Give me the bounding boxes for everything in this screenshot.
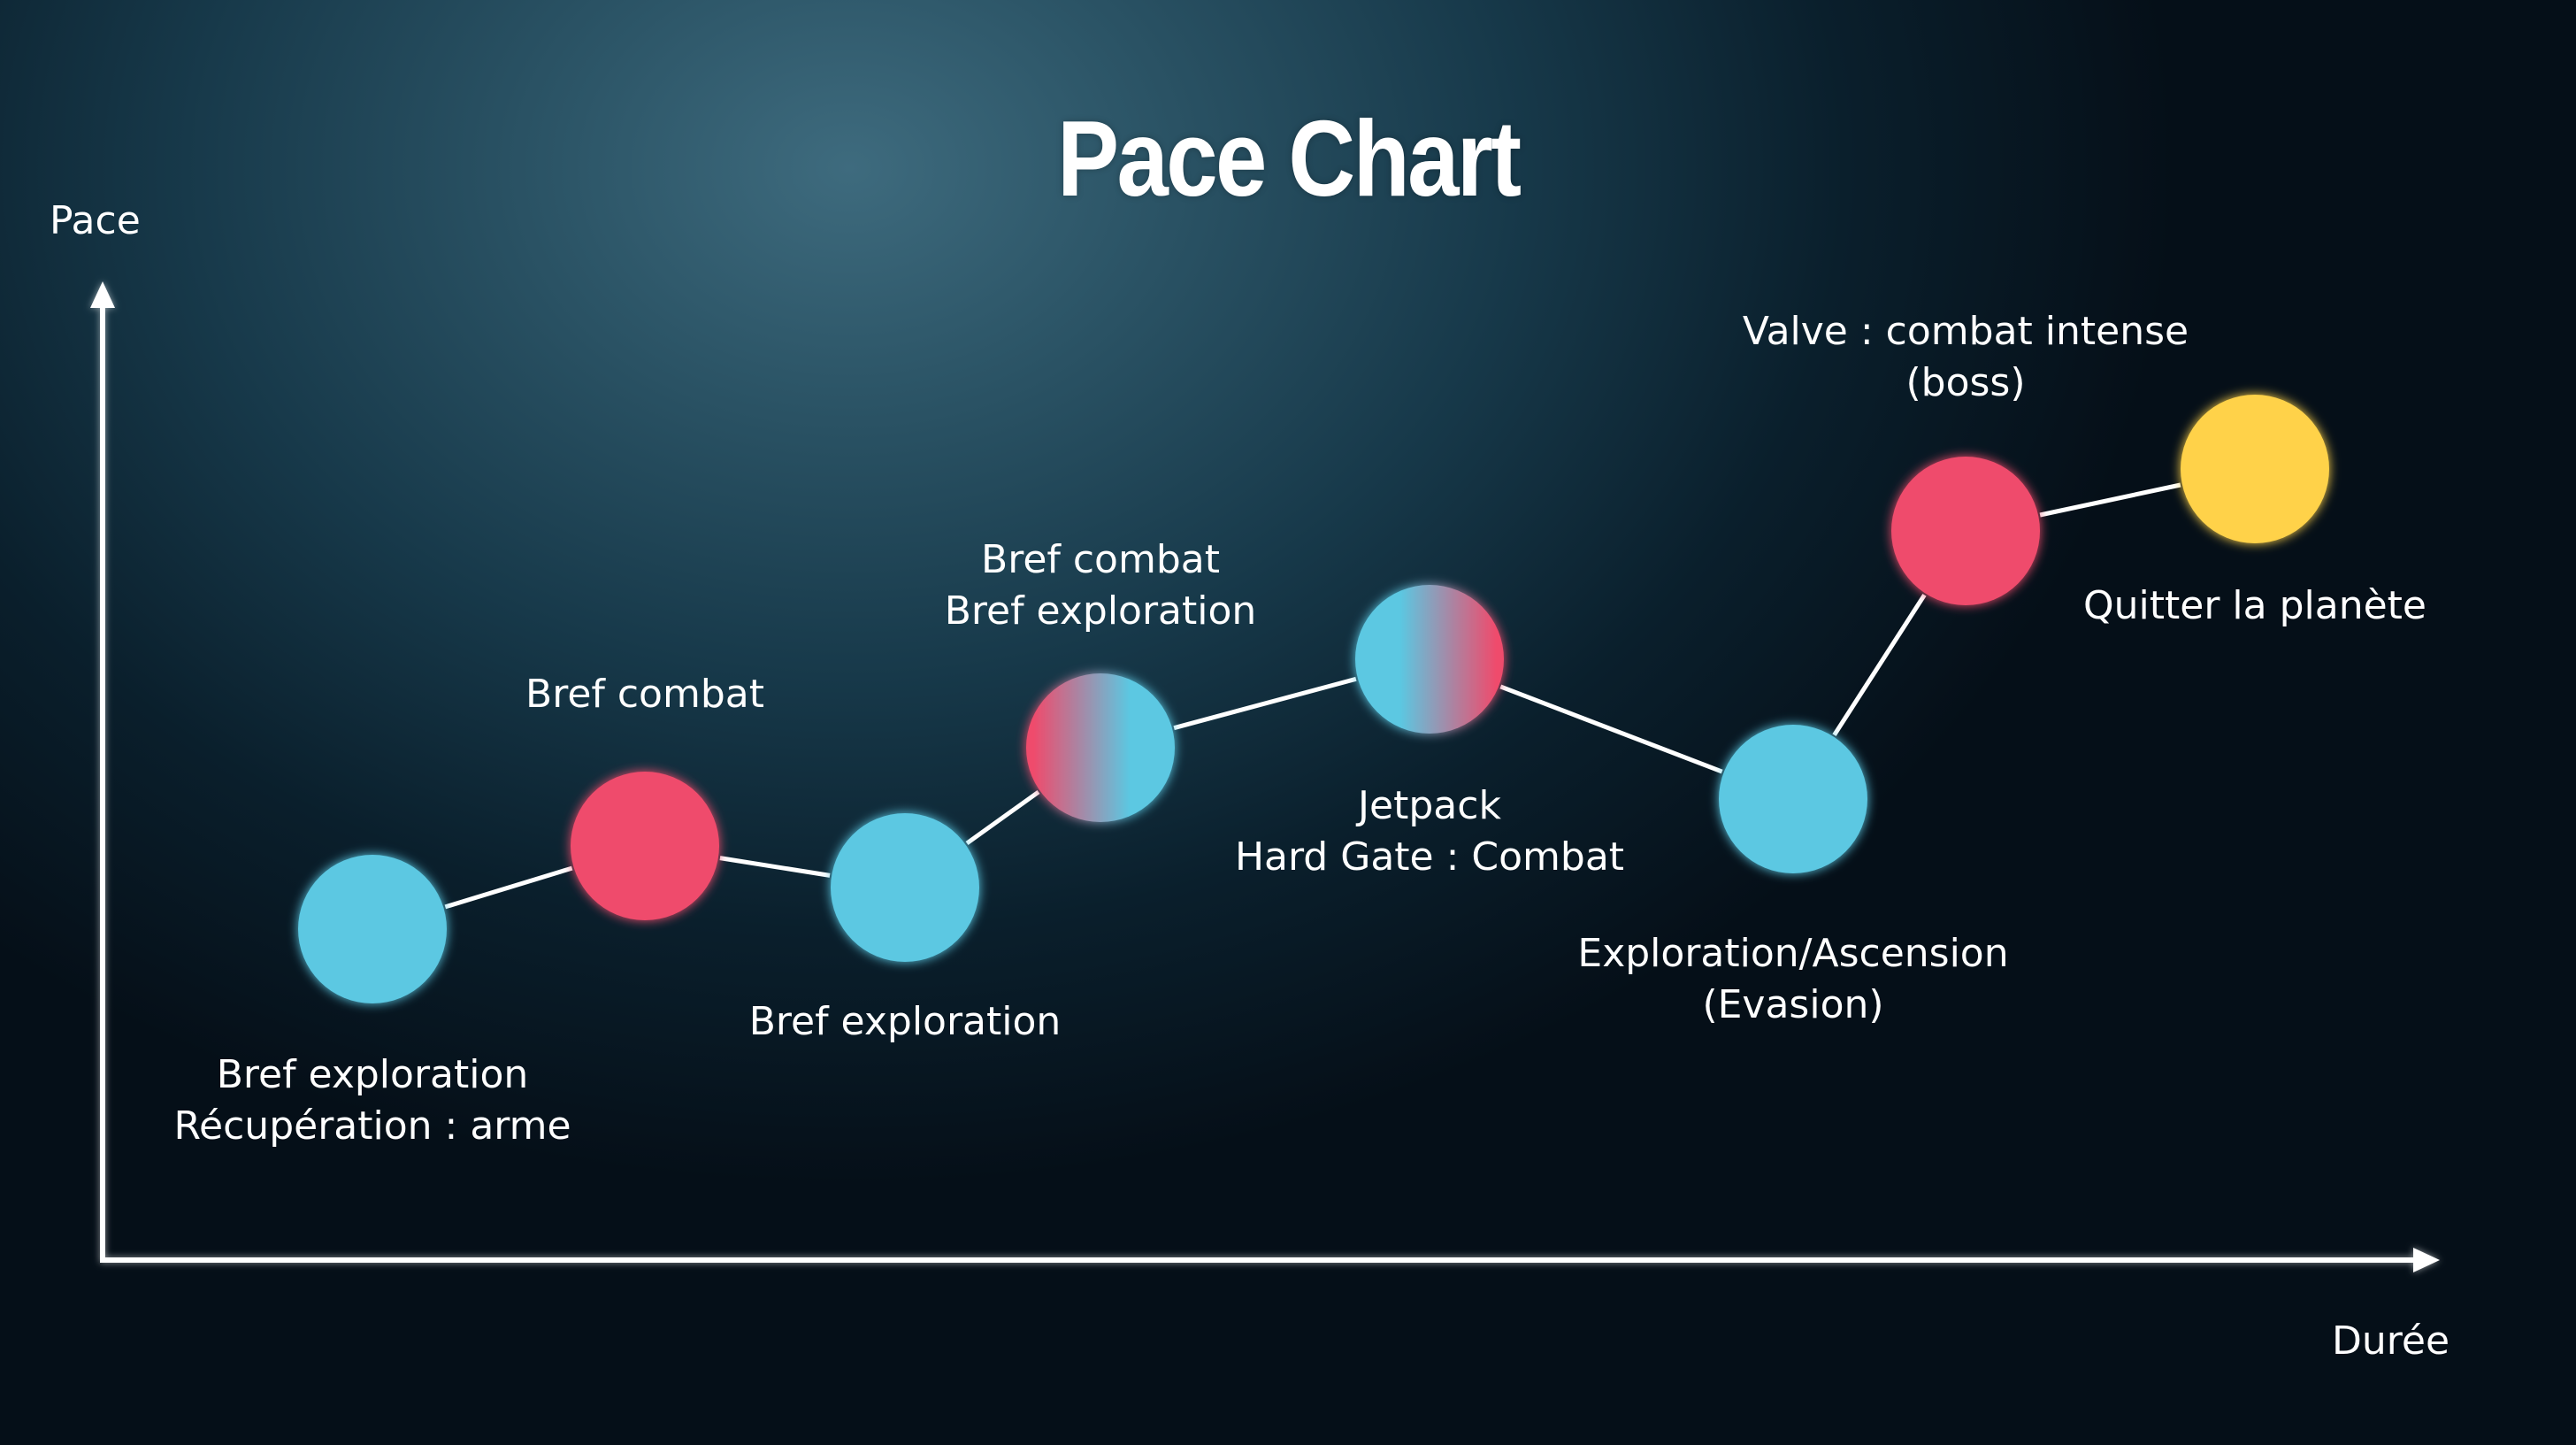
node-label-line: Valve : combat intense — [1742, 309, 2189, 354]
pace-node-combat-exploration — [1026, 673, 1175, 822]
node-label: Bref combat — [525, 669, 764, 720]
y-axis-label: Pace — [50, 198, 141, 243]
node-label-line: Quitter la planète — [2083, 583, 2426, 628]
pace-node-exploration-combat — [1355, 585, 1504, 734]
pace-node-exploration — [831, 813, 979, 962]
node-label-line: Bref combat — [525, 672, 764, 717]
node-label-line: (Evasion) — [1702, 982, 1884, 1027]
node-label: Valve : combat intense (boss) — [1743, 306, 2189, 409]
connector-line — [2039, 482, 2181, 518]
node-label: Quitter la planète — [2083, 580, 2426, 632]
pace-node-exploration — [298, 855, 447, 1003]
node-label: Bref exploration — [749, 996, 1062, 1048]
node-label-line: Bref exploration — [748, 999, 1062, 1044]
node-label-line: Exploration/Ascension — [1577, 931, 2009, 976]
connector-line — [719, 856, 831, 878]
connector-line — [1173, 676, 1357, 731]
connector-line — [444, 865, 573, 910]
node-label-line: Bref exploration — [944, 588, 1257, 634]
axes — [90, 281, 2440, 1272]
node-label-line: Jetpack — [1358, 783, 1501, 828]
node-label-line: Récupération : arme — [173, 1103, 571, 1149]
pace-node-exit — [2181, 395, 2329, 543]
x-axis-label: Durée — [2332, 1318, 2450, 1364]
y-axis-arrow-icon — [90, 281, 115, 308]
pace-node-combat — [1891, 457, 2040, 605]
connectors — [444, 482, 2181, 910]
node-label-line: Hard Gate : Combat — [1234, 834, 1625, 880]
pace-node-combat — [571, 772, 719, 920]
nodes — [298, 395, 2329, 1003]
node-label-line: Bref combat — [981, 537, 1220, 582]
node-label: Exploration/Ascension (Evasion) — [1577, 928, 2008, 1031]
node-label-line: (boss) — [1905, 360, 2026, 405]
connector-line — [1832, 593, 1927, 737]
x-axis-arrow-icon — [2413, 1248, 2440, 1272]
node-label-line: Bref exploration — [216, 1052, 529, 1097]
pace-node-exploration — [1719, 725, 1867, 873]
page-title: Pace Chart — [1057, 98, 1522, 219]
connector-line — [965, 789, 1040, 846]
connector-line — [1499, 684, 1723, 774]
